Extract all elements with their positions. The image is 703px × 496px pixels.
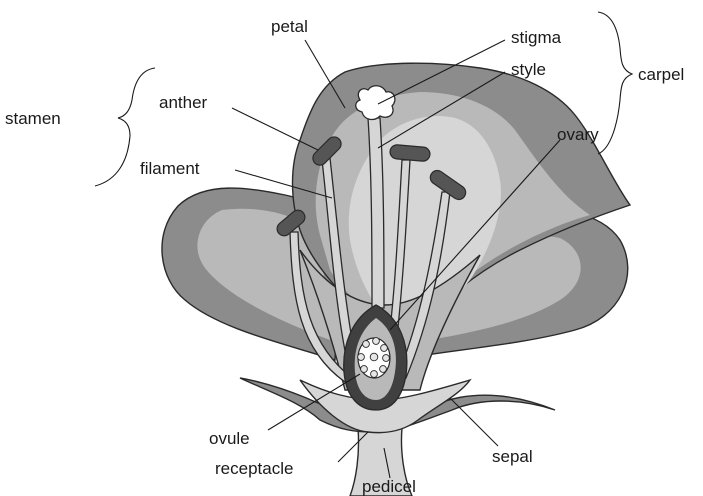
label-style: style — [511, 60, 546, 79]
ovule-dot — [363, 341, 370, 348]
ovule-dot — [380, 366, 387, 373]
ovule-dot — [358, 354, 365, 361]
label-stigma: stigma — [511, 28, 562, 47]
label-stamen: stamen — [5, 109, 61, 128]
ovule-dot — [371, 371, 378, 378]
ovule-dot — [370, 353, 378, 361]
ovule-dot — [373, 338, 380, 345]
carpel-brace — [598, 12, 632, 154]
label-anther: anther — [159, 93, 208, 112]
label-carpel: carpel — [638, 65, 684, 84]
label-receptacle: receptacle — [215, 459, 293, 478]
label-petal: petal — [271, 17, 308, 36]
label-pedicel: pedicel — [362, 477, 416, 496]
ovule-dot — [381, 345, 388, 352]
ovule-dot — [383, 355, 390, 362]
leader-sepal — [450, 398, 498, 446]
anther-3 — [389, 144, 430, 161]
label-filament: filament — [140, 159, 200, 178]
label-sepal: sepal — [492, 447, 533, 466]
label-ovary: ovary — [557, 125, 599, 144]
label-ovule: ovule — [209, 429, 250, 448]
ovule-dot — [361, 366, 368, 373]
